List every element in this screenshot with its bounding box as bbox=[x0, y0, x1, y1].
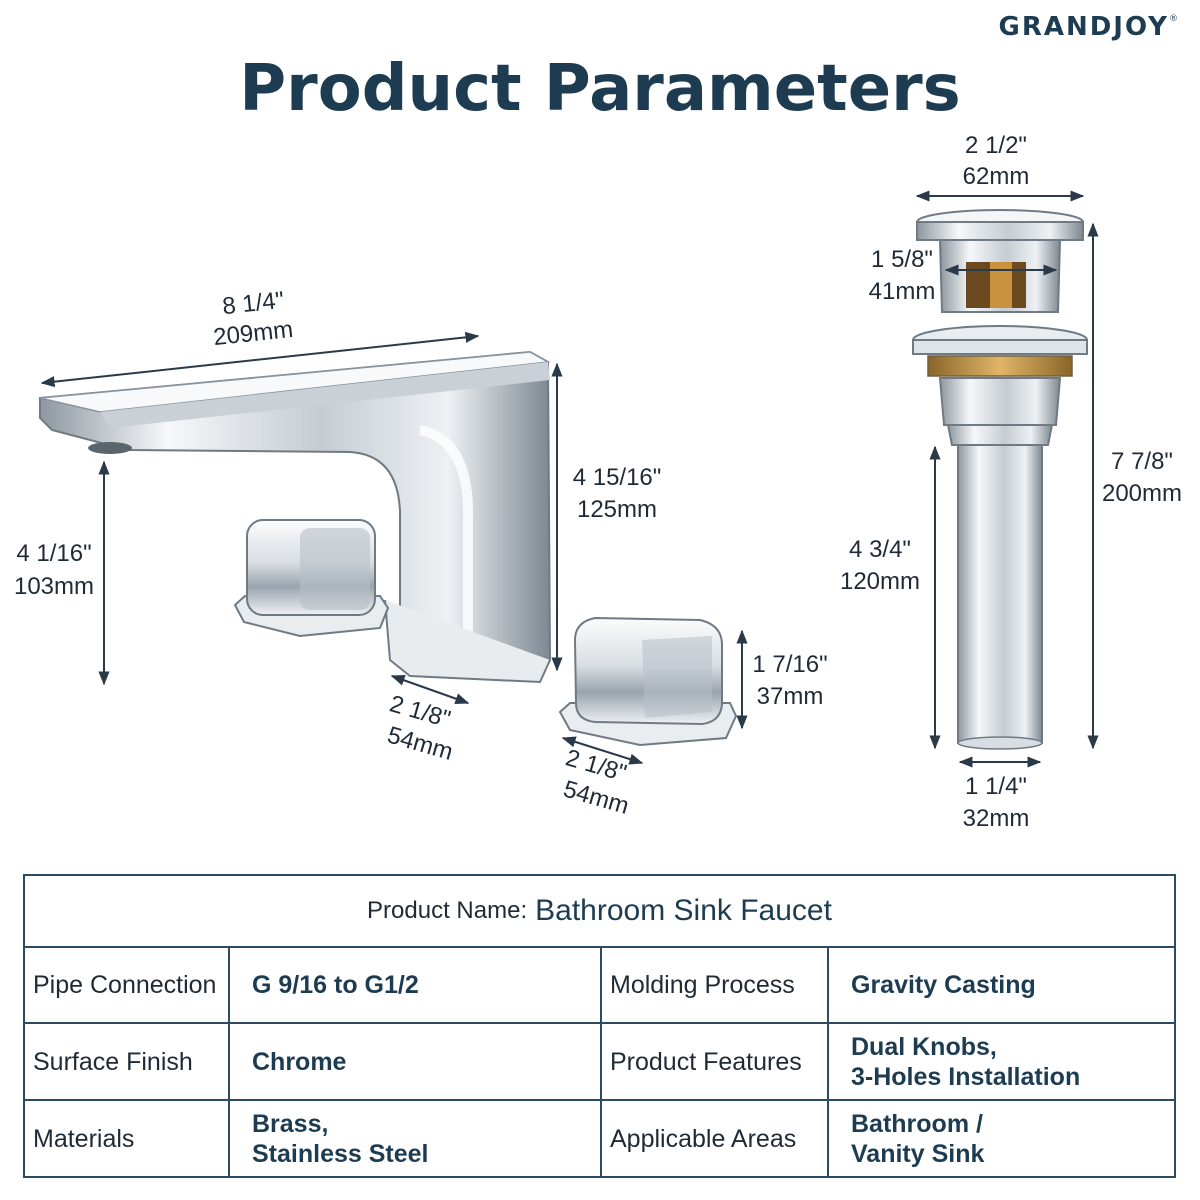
dim-spout-length-metric: 209mm bbox=[212, 316, 294, 351]
spec-value-product-features: Dual Knobs, 3-Holes Installation bbox=[829, 1024, 1174, 1101]
spec-table: Product Name: Bathroom Sink Faucet Pipe … bbox=[23, 874, 1176, 1178]
spec-value-line: Brass, bbox=[252, 1109, 329, 1138]
dim-drain-length-metric: 200mm bbox=[1102, 480, 1182, 507]
dim-drain-length-imperial: 7 7/8" bbox=[1111, 448, 1173, 475]
dim-spout-length-imperial: 8 1/4" bbox=[221, 287, 285, 320]
registered-mark: ® bbox=[1169, 14, 1178, 25]
dim-spout-height-imperial: 4 15/16" bbox=[573, 464, 662, 491]
dim-pipe-diameter-metric: 32mm bbox=[963, 805, 1030, 832]
brand-logo: GRANDJOY® bbox=[998, 12, 1178, 42]
spec-label-product-features: Product Features bbox=[602, 1024, 829, 1101]
spec-value-molding-process: Gravity Casting bbox=[829, 948, 1174, 1024]
dim-pipe-length-metric: 120mm bbox=[840, 568, 920, 595]
product-name-value: Bathroom Sink Faucet bbox=[535, 894, 832, 927]
dimension-lines bbox=[40, 190, 1099, 768]
dim-pipe-length-imperial: 4 3/4" bbox=[849, 536, 911, 563]
spec-value-pipe-connection: G 9/16 to G1/2 bbox=[230, 948, 602, 1024]
spec-value-line: 3-Holes Installation bbox=[851, 1062, 1081, 1091]
spec-value-line: Dual Knobs, bbox=[851, 1032, 997, 1061]
dim-drain-inner-metric: 41mm bbox=[869, 278, 936, 305]
dim-outlet-height-imperial: 4 1/16" bbox=[16, 540, 91, 567]
dim-drain-cap-metric: 62mm bbox=[963, 163, 1030, 190]
faucet-handle-left bbox=[233, 519, 390, 638]
dim-handle-height-metric: 37mm bbox=[757, 683, 824, 710]
dim-drain-cap-imperial: 2 1/2" bbox=[965, 132, 1027, 159]
spec-value-line: Stainless Steel bbox=[252, 1139, 429, 1168]
brand-name: GRANDJOY bbox=[998, 12, 1169, 42]
spec-value-line: Bathroom / bbox=[851, 1109, 983, 1138]
spec-value-line: G 9/16 to G1/2 bbox=[252, 971, 419, 999]
dimension-diagram: 8 1/4" 209mm 4 15/16" 125mm 4 1/16" 103m… bbox=[14, 132, 1182, 832]
spec-label-materials: Materials bbox=[25, 1101, 230, 1176]
spec-value-materials: Brass, Stainless Steel bbox=[230, 1101, 602, 1176]
popup-drain bbox=[912, 209, 1088, 750]
spec-value-surface-finish: Chrome bbox=[230, 1024, 602, 1101]
page-title: Product Parameters bbox=[239, 52, 961, 126]
spec-label-molding-process: Molding Process bbox=[602, 948, 829, 1024]
spec-label-pipe-connection: Pipe Connection bbox=[25, 948, 230, 1024]
dim-handle-height-imperial: 1 7/16" bbox=[752, 651, 827, 678]
product-name-label: Product Name: bbox=[367, 897, 528, 924]
spec-label-applicable-areas: Applicable Areas bbox=[602, 1101, 829, 1176]
dim-outlet-height-metric: 103mm bbox=[14, 573, 94, 600]
spec-value-line: Gravity Casting bbox=[851, 971, 1036, 999]
dim-drain-inner-imperial: 1 5/8" bbox=[871, 246, 933, 273]
spec-value-line: Vanity Sink bbox=[851, 1139, 985, 1168]
dim-pipe-diameter-imperial: 1 1/4" bbox=[965, 773, 1027, 800]
spec-value-line: Chrome bbox=[252, 1047, 347, 1076]
product-name-row: Product Name: Bathroom Sink Faucet bbox=[25, 876, 1174, 948]
spec-label-surface-finish: Surface Finish bbox=[25, 1024, 230, 1101]
faucet-handle-right bbox=[558, 616, 738, 747]
spec-value-applicable-areas: Bathroom / Vanity Sink bbox=[829, 1101, 1174, 1176]
dim-spout-height-metric: 125mm bbox=[577, 496, 657, 523]
